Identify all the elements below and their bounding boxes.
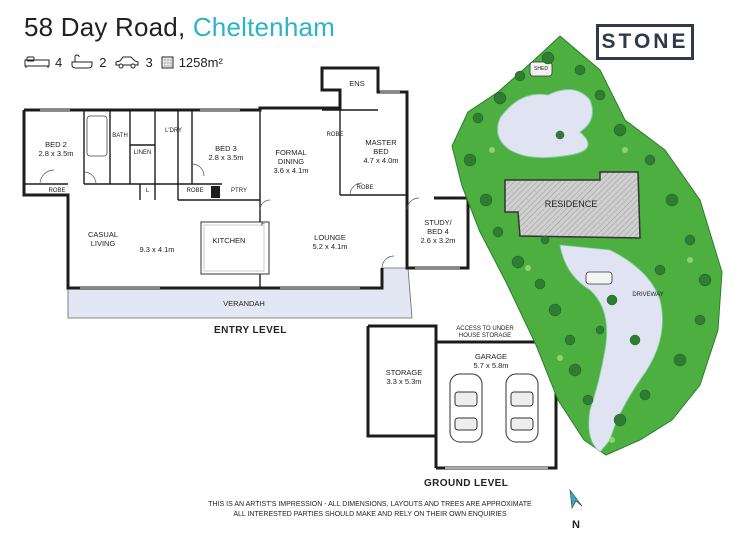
car-stat: 3	[114, 54, 153, 70]
robe-bed3: ROBE	[186, 188, 204, 194]
access-note-line2: HOUSE STORAGE	[458, 333, 512, 339]
room-bed3-dim: 2.8 x 3.5m	[208, 153, 244, 162]
pantry: PTRY	[231, 188, 247, 194]
room-garage-dim: 5.7 x 5.8m	[473, 361, 509, 370]
room-garage-name: GARAGE	[474, 352, 508, 361]
room-laundry: L'DRY	[164, 128, 183, 134]
room-master-name1: MASTER	[365, 138, 397, 147]
suburb: Cheltenham	[192, 12, 336, 42]
access-note-line1: ACCESS TO UNDER	[456, 326, 514, 332]
room-bed2-name: BED 2	[45, 140, 67, 149]
room-linen: LINEN	[133, 150, 152, 156]
room-master-bed: MASTER BED 4.7 x 4.0m	[356, 138, 406, 165]
land-area-icon	[161, 56, 174, 68]
room-study-dim: 2.6 x 3.2m	[420, 236, 456, 245]
room-storage-name: STORAGE	[385, 368, 423, 377]
bedroom-stat: 4	[24, 55, 62, 70]
fridge-space: F	[261, 222, 265, 228]
street-address: 58 Day Road,	[24, 12, 186, 42]
room-bed2: BED 2 2.8 x 3.5m	[30, 140, 82, 158]
verandah-deck	[67, 267, 413, 319]
bedroom-count: 4	[55, 54, 63, 70]
disclaimer-line2: ALL INTERESTED PARTIES SHOULD MAKE AND R…	[233, 511, 507, 518]
room-master-dim: 4.7 x 4.0m	[363, 156, 399, 165]
driveway-label: DRIVEWAY	[632, 292, 664, 298]
room-garage: GARAGE 5.7 x 5.8m	[466, 352, 516, 370]
robe-master-a: ROBE	[326, 132, 344, 138]
north-arrow-icon	[569, 488, 583, 509]
disclaimer-line1: THIS IS AN ARTIST'S IMPRESSION - ALL DIM…	[208, 501, 532, 508]
car-count: 3	[145, 54, 153, 70]
car-icon	[115, 56, 139, 69]
room-storage: STORAGE 3.3 x 5.3m	[380, 368, 428, 386]
room-dining-dim: 3.6 x 4.1m	[273, 166, 309, 175]
room-lounge: LOUNGE 5.2 x 4.1m	[302, 233, 358, 251]
verandah-label: VERANDAH	[223, 299, 265, 308]
site-shrubs	[489, 147, 693, 443]
room-study-name2: BED 4	[427, 227, 449, 236]
garage-cars	[449, 373, 539, 443]
room-dining-name2: DINING	[277, 157, 305, 166]
room-casual-name2: LIVING	[90, 239, 116, 248]
north-arrow: N	[566, 488, 586, 531]
room-storage-dim: 3.3 x 5.3m	[386, 377, 422, 386]
bathroom-stat: 2	[70, 54, 106, 70]
bath-icon	[71, 54, 93, 69]
room-casual-living: CASUAL LIVING	[80, 230, 126, 248]
windows	[40, 91, 460, 289]
room-bed2-dim: 2.8 x 3.5m	[38, 149, 74, 158]
property-stats: 4 2 3 1258m²	[24, 54, 223, 70]
room-dining-name1: FORMAL	[275, 148, 307, 157]
room-bed3: BED 3 2.8 x 3.5m	[196, 144, 256, 162]
pond	[497, 89, 593, 159]
room-lounge-dim: 5.2 x 4.1m	[312, 242, 348, 251]
room-kitchen: KITCHEN	[212, 236, 246, 245]
bathtub	[86, 115, 108, 157]
entry-level-title: ENTRY LEVEL	[214, 325, 287, 336]
site-trees	[463, 51, 712, 427]
room-lounge-name: LOUNGE	[314, 233, 346, 242]
robe-master-b: ROBE	[356, 185, 374, 191]
residence-label: RESIDENCE	[544, 199, 598, 209]
room-study: STUDY/ BED 4 2.6 x 3.2m	[412, 218, 464, 245]
ground-level-title: GROUND LEVEL	[424, 478, 509, 489]
brand-logo: STONE	[596, 24, 694, 60]
bed-icon	[24, 56, 50, 68]
room-casual-name1: CASUAL	[87, 230, 118, 239]
bathroom-count: 2	[99, 54, 107, 70]
kitchen-bench	[200, 221, 270, 275]
access-note: ACCESS TO UNDER HOUSE STORAGE	[440, 326, 530, 340]
north-label: N	[572, 519, 580, 531]
room-ensuite: ENS	[349, 79, 365, 88]
room-casual-dim: 9.3 x 4.1m	[139, 245, 175, 254]
site-car	[585, 271, 613, 285]
room-formal-dining: FORMAL DINING 3.6 x 4.1m	[268, 148, 314, 175]
land-area: 1258m²	[178, 54, 223, 70]
linen-cupboard: L	[145, 188, 150, 194]
room-bath: BATH	[112, 133, 128, 139]
property-title: 58 Day Road, Cheltenham	[24, 12, 335, 43]
driveway-path	[559, 244, 663, 453]
room-master-name2: BED	[373, 147, 389, 156]
room-bed3-name: BED 3	[215, 144, 237, 153]
land-stat: 1258m²	[161, 55, 223, 70]
room-study-name1: STUDY/	[424, 218, 452, 227]
disclaimer: THIS IS AN ARTIST'S IMPRESSION - ALL DIM…	[180, 500, 560, 520]
robe-bed2: ROBE	[48, 188, 66, 194]
door-swings	[39, 163, 420, 269]
shed	[529, 61, 553, 77]
site-plan	[451, 35, 723, 456]
interior-walls	[24, 109, 407, 288]
shed-label: SHED	[534, 66, 548, 72]
pantry-door	[211, 186, 220, 198]
